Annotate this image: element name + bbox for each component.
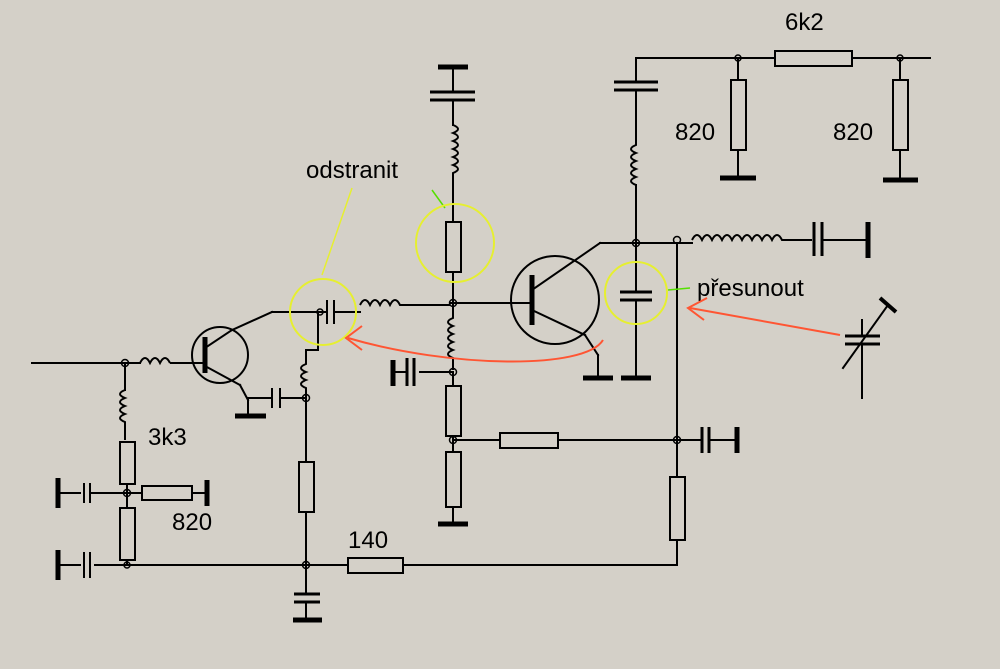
resistor-mid-horizontal — [499, 432, 559, 449]
resistor-q1-bias — [298, 461, 315, 513]
arrow-trimmer — [689, 307, 841, 336]
arrow-trimmer-head — [686, 297, 708, 321]
resistor-820-left — [141, 485, 193, 501]
label-820-left: 820 — [172, 509, 212, 536]
resistor-lower-left — [119, 507, 136, 561]
transistor-q2 — [510, 241, 637, 357]
label-140: 140 — [348, 527, 388, 554]
label-6k2: 6k2 — [785, 9, 824, 36]
label-820-top-left: 820 — [675, 119, 715, 146]
note-move: přesunout — [697, 275, 804, 302]
resistor-remove — [445, 221, 462, 273]
transistor-q1 — [189, 310, 274, 402]
label-820-top-right: 820 — [833, 119, 873, 146]
base-choke-lower — [447, 303, 456, 370]
label-3k3: 3k3 — [148, 424, 187, 451]
trimmer-capacitor — [841, 296, 898, 399]
resistor-right-lower — [669, 476, 686, 541]
interstage-inductor — [359, 299, 450, 308]
note-remove: odstranit — [306, 157, 398, 184]
resistor-mid-upper — [445, 385, 462, 437]
resistor-3k3 — [119, 441, 136, 485]
resistor-6k2 — [774, 50, 853, 67]
resistor-820-top-left — [730, 79, 747, 151]
input-series-inductor — [139, 357, 190, 366]
collector-choke — [630, 108, 639, 186]
output-inductor — [691, 234, 812, 243]
q1-collector-inductor — [300, 312, 319, 398]
resistor-mid-lower — [445, 451, 462, 508]
highlight-circle-resistor — [415, 203, 495, 283]
highlight-circle-coupling-cap — [289, 278, 357, 346]
highlight-circle-move-cap — [604, 261, 668, 325]
arrow-move-cap-left-head — [344, 325, 363, 351]
q1-emitter-cap — [247, 388, 306, 408]
coupling-cap-remove — [317, 300, 361, 324]
note-move-pointer — [667, 287, 691, 291]
note-remove-pointer-yellow — [321, 187, 353, 276]
resistor-820-top-right — [892, 79, 909, 151]
input-shunt-inductor — [119, 389, 128, 440]
resistor-140 — [347, 557, 404, 574]
base-choke-upper — [450, 124, 459, 205]
arrow-move-cap-left — [347, 337, 604, 363]
